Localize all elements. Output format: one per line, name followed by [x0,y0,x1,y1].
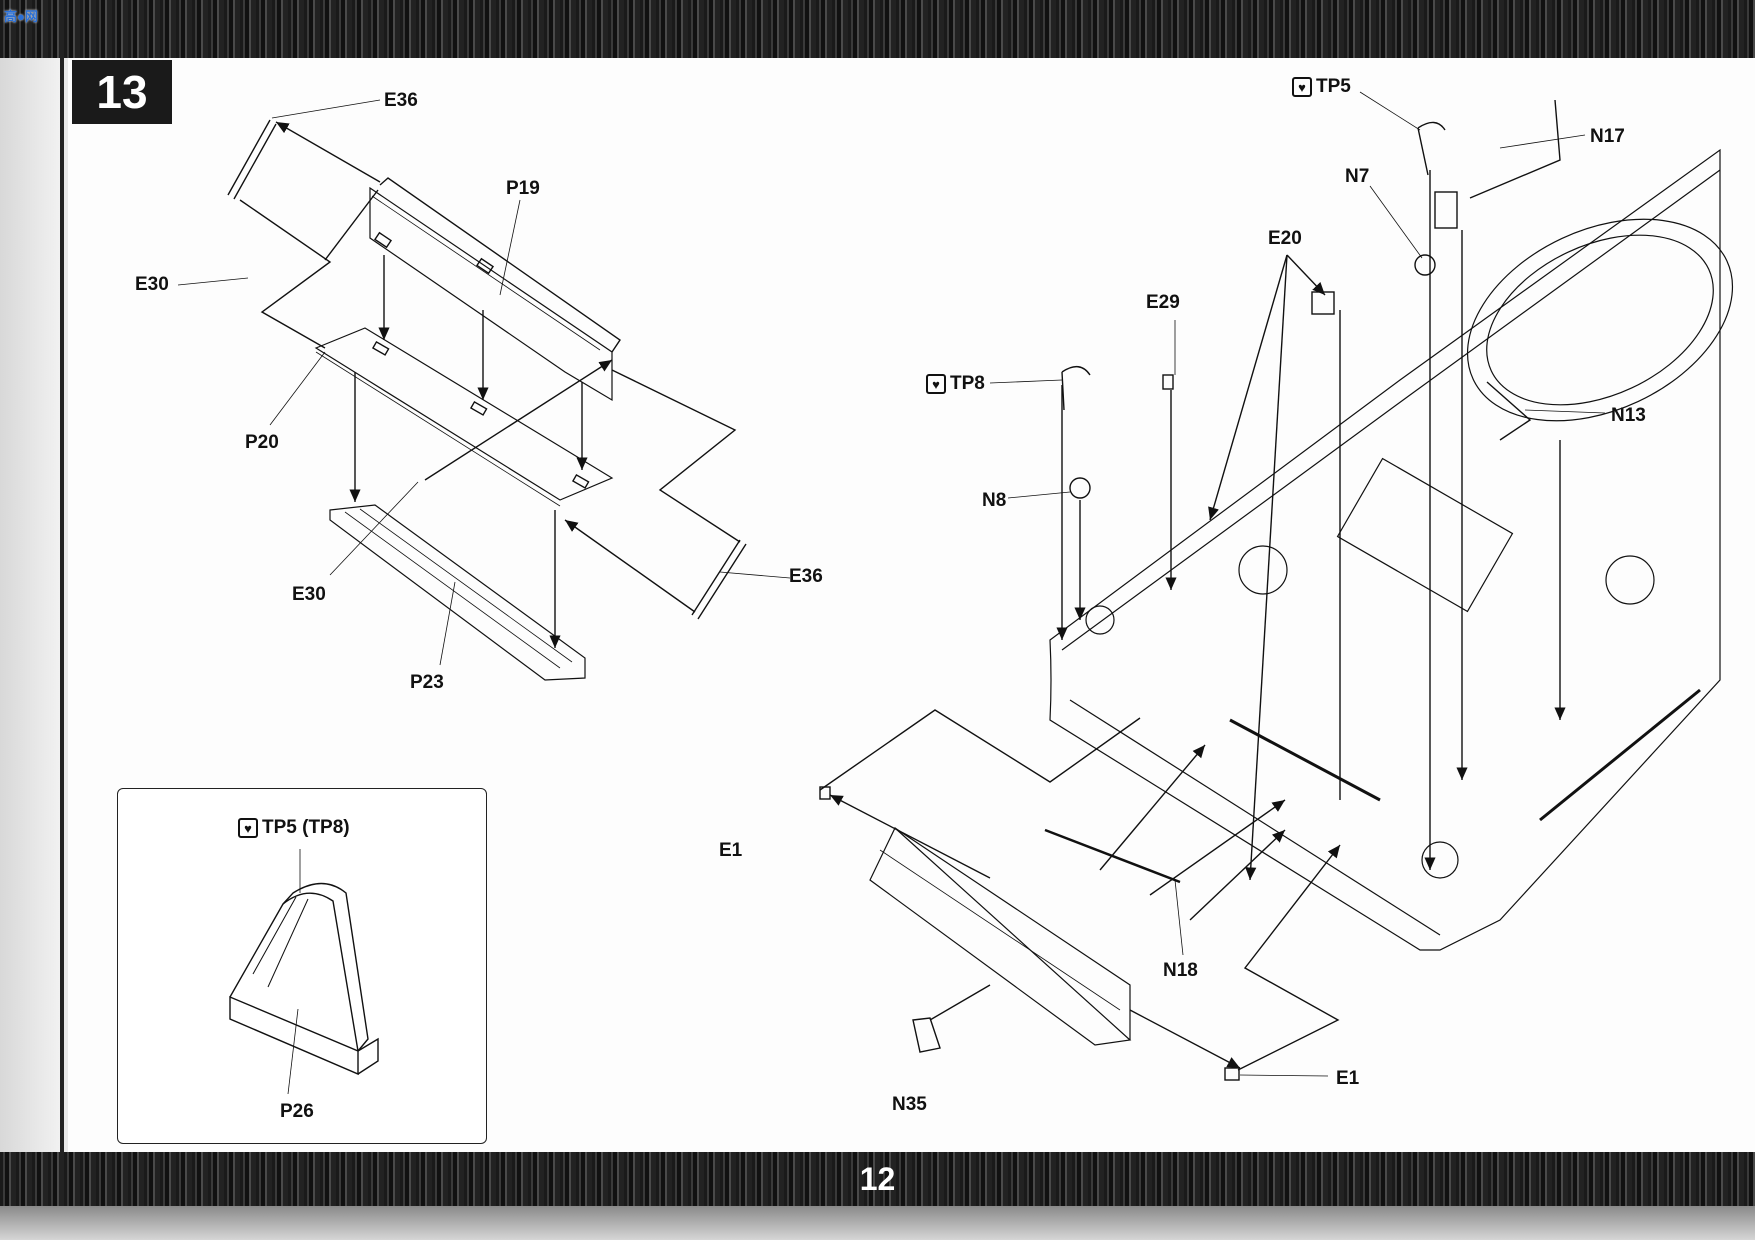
label-tp5: TP5 [1316,76,1351,97]
tp5-strap [1417,121,1446,176]
top-band [0,0,1755,58]
n35-part [912,1017,941,1053]
e36-right-strip [691,539,747,620]
label-p23: P23 [410,672,444,693]
label-e29: E29 [1146,292,1180,313]
tp8-callout: ♥ TP8 [926,373,985,395]
e20-part [1311,291,1335,315]
detail-inset: ♥ TP5 (TP8) P26 [117,788,487,1144]
page-spine [60,58,64,1152]
fender-assembly-drawing [869,827,1132,1046]
n7-part [1414,254,1436,276]
n8-part [1069,477,1091,499]
label-p19: P19 [506,178,540,199]
site-watermark: 高●网 [4,9,38,24]
label-n13: N13 [1611,405,1646,426]
label-n8: N8 [982,490,1007,511]
bottom-band [0,1152,1755,1206]
tp-heart-icon: ♥ [926,374,946,394]
e1-bottom-part [1224,1067,1240,1081]
tp-heart-icon: ♥ [1292,77,1312,97]
label-n35: N35 [892,1094,927,1115]
n17-part [1434,191,1458,229]
p20-plate-drawing [314,327,614,507]
page-number: 12 [859,1161,896,1197]
label-tp8: TP8 [950,373,985,394]
p23-bar-drawing [329,504,586,681]
tp5-callout: ♥ TP5 [1292,76,1351,98]
p19-plate-drawing [369,177,621,402]
label-e30-bottom: E30 [292,584,326,605]
label-e36-right: E36 [789,566,823,587]
label-e1-left: E1 [719,840,743,861]
inset-tp-callout: ♥ TP5 (TP8) [238,817,350,839]
label-p20: P20 [245,432,279,453]
tp8-strap [1061,366,1091,411]
label-e36-top: E36 [384,90,418,111]
bottom-shadow [0,1206,1755,1240]
label-n7: N7 [1345,166,1370,187]
tp-heart-icon: ♥ [238,818,258,838]
e36-top-strip [227,119,277,200]
inset-tp-label: TP5 (TP8) [262,817,350,838]
label-n18: N18 [1163,960,1198,981]
left-page-margin [0,58,62,1152]
step-number: 13 [96,66,148,118]
hull-drawing [1049,148,1734,951]
label-e30-top: E30 [135,274,169,295]
n13-part [1486,381,1532,441]
label-n17: N17 [1590,126,1625,147]
n17-rod [1469,99,1561,199]
step-number-box: 13 [72,60,172,124]
label-e1-bottom: E1 [1336,1068,1360,1089]
label-e20: E20 [1268,228,1302,249]
e29-part [1162,374,1174,390]
label-p26: P26 [280,1101,314,1122]
p26-drawing [229,849,379,1095]
